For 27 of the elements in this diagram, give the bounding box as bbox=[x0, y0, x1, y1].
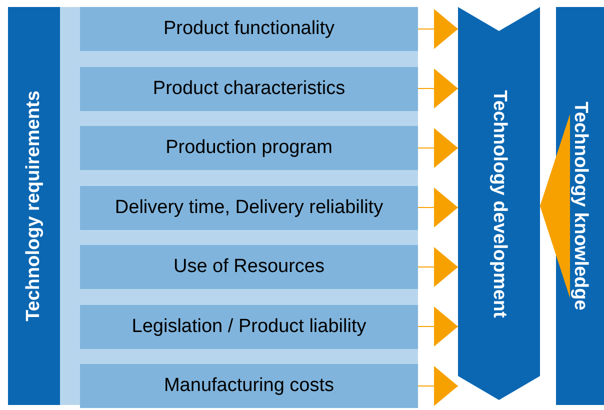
factor-box bbox=[80, 364, 418, 408]
row-label: Product functionality bbox=[163, 18, 335, 40]
row-label: Product characteristics bbox=[152, 78, 346, 100]
row-label: Manufacturing costs bbox=[164, 375, 334, 397]
arrow bbox=[418, 128, 458, 168]
arrow bbox=[418, 68, 458, 108]
row-label: Use of Resources bbox=[173, 256, 324, 278]
row-label: Legislation / Product liability bbox=[132, 316, 366, 338]
arrow bbox=[418, 188, 458, 228]
side-bar bbox=[556, 7, 604, 405]
factor-box bbox=[80, 304, 418, 348]
arrow bbox=[540, 114, 570, 298]
arrow bbox=[418, 366, 458, 406]
row-label: Production program bbox=[166, 137, 332, 159]
arrow bbox=[418, 247, 458, 287]
factor-box bbox=[80, 245, 418, 289]
factor-box bbox=[80, 7, 418, 51]
factor-box bbox=[80, 126, 418, 170]
vertical-label: Technology knowledge bbox=[569, 102, 591, 310]
arrow bbox=[418, 9, 458, 49]
row-label: Delivery time, Delivery reliability bbox=[114, 196, 384, 218]
vertical-label: Technology development bbox=[488, 90, 510, 318]
vertical-label: Technology requirements bbox=[23, 90, 45, 322]
arrow bbox=[418, 306, 458, 346]
factor-box bbox=[80, 186, 418, 230]
side-bar bbox=[8, 7, 60, 405]
factor-box bbox=[80, 66, 418, 110]
